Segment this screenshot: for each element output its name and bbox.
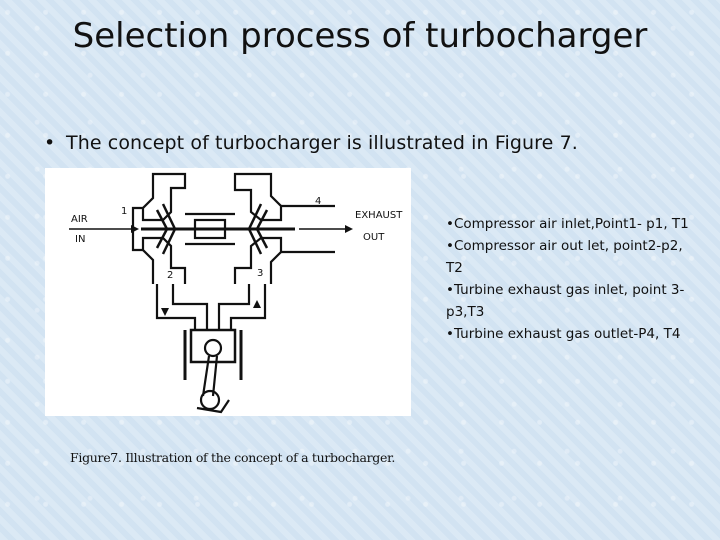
label-point-3: 3	[257, 268, 263, 279]
label-exhaust: EXHAUST	[355, 210, 403, 221]
slide-title: Selection process of turbocharger	[72, 16, 648, 56]
label-point-2: 2	[167, 270, 173, 281]
note-compressor-outlet: •Compressor air out let, point2-p2, T2	[446, 238, 683, 276]
bullet-point: • The concept of turbocharger is illustra…	[44, 132, 578, 154]
bullet-text: The concept of turbocharger is illustrat…	[66, 132, 578, 154]
note-turbine-inlet: •Turbine exhaust gas inlet, point 3-p3,T…	[446, 282, 685, 320]
label-air: AIR	[71, 214, 88, 225]
label-in: IN	[75, 234, 85, 245]
figure-caption: Figure7. Illustration of the concept of …	[70, 450, 396, 465]
label-point-4: 4	[315, 196, 321, 207]
turbocharger-drawing: AIR IN EXHAUST OUT 1 2 3 4	[69, 172, 403, 414]
bullet-marker: •	[44, 132, 56, 154]
note-turbine-outlet: •Turbine exhaust gas outlet-P4, T4	[446, 326, 681, 342]
note-compressor-inlet: •Compressor air inlet,Point1- p1, T1	[446, 216, 689, 232]
label-point-1: 1	[121, 206, 127, 217]
point-notes: •Compressor air inlet,Point1- p1, T1 •Co…	[446, 213, 696, 345]
turbocharger-diagram: AIR IN EXHAUST OUT 1 2 3 4	[45, 168, 411, 416]
label-out: OUT	[363, 232, 385, 243]
